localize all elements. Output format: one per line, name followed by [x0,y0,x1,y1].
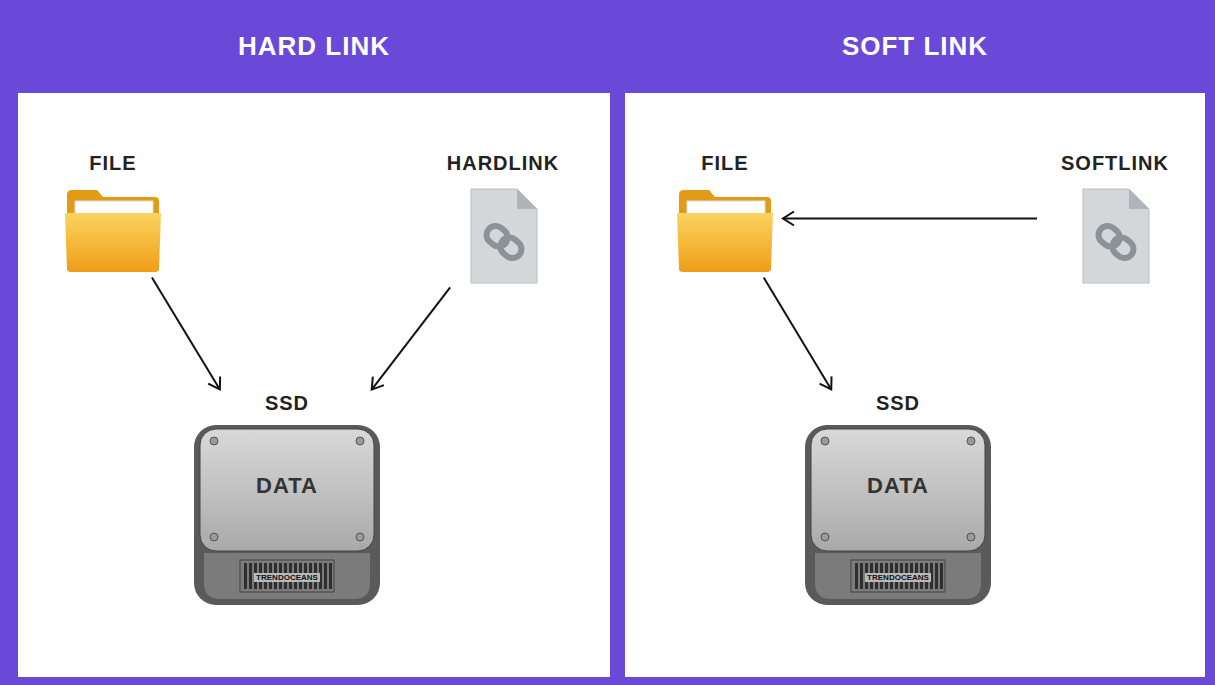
data-label: DATA [192,473,382,499]
link-icon: HARDLINK [428,152,578,285]
ssd-drive: SSD DATA TRENDOCEANS [192,392,382,608]
panel: SOFT LINK FILE SOFTLINK SSD DATA TRENDOCEANS [625,0,1205,677]
file-icon: FILE [670,152,780,275]
arrow-connector [764,278,832,390]
node-label: SOFTLINK [1040,152,1190,175]
watermark-text: TRENDOCEANS [254,573,320,582]
node-label: FILE [670,152,780,175]
link-file-icon [1040,187,1190,285]
link-icon: SOFTLINK [1040,152,1190,285]
file-icon: FILE [58,152,168,275]
folder-icon [58,187,168,275]
arrow-connector [372,287,450,389]
watermark: TRENDOCEANS [192,566,382,584]
panel-title: SOFT LINK [625,0,1205,93]
arrow-connector [783,218,1037,220]
watermark-text: TRENDOCEANS [865,573,931,582]
link-file-icon [428,187,578,285]
node-label: FILE [58,152,168,175]
panel-title: HARD LINK [18,0,610,93]
panel: HARD LINK FILE HARDLINK SSD DATA TRENDOCEANS [18,0,610,677]
folder-icon [670,187,780,275]
node-label: SSD [803,392,993,415]
node-label: SSD [192,392,382,415]
ssd-drive: SSD DATA TRENDOCEANS [803,392,993,608]
drive-body: DATA TRENDOCEANS [192,423,382,608]
node-label: HARDLINK [428,152,578,175]
watermark: TRENDOCEANS [803,566,993,584]
drive-body: DATA TRENDOCEANS [803,423,993,608]
data-label: DATA [803,473,993,499]
arrow-connector [152,278,220,390]
